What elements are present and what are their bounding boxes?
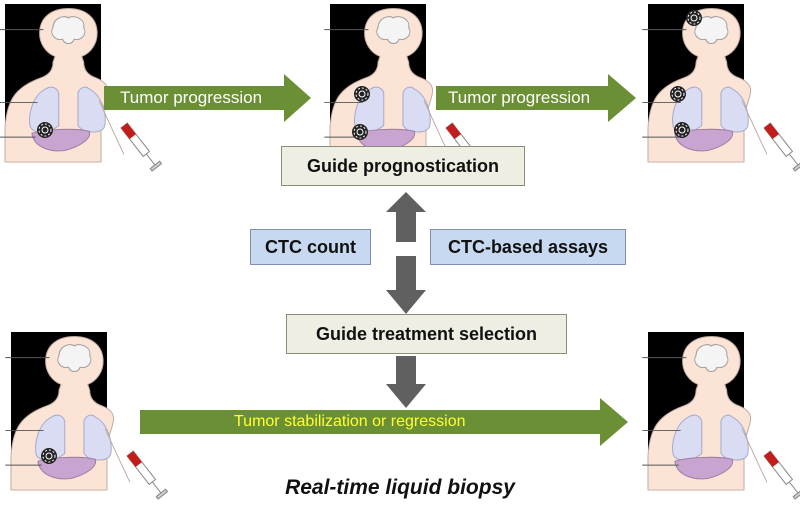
patient-panel-early bbox=[0, 4, 163, 172]
ctc-assays-box: CTC-based assays bbox=[430, 229, 626, 265]
down-arrow-icon bbox=[386, 256, 426, 314]
tumor-progression-arrow-2: Tumor progression bbox=[436, 74, 636, 122]
tumor-stabilization-label: Tumor stabilization or regression bbox=[234, 413, 466, 430]
guide-treatment-box: Guide treatment selection bbox=[286, 314, 567, 354]
figure-caption: Real-time liquid biopsy bbox=[285, 476, 515, 499]
tumor-progression-arrow-1: Tumor progression bbox=[104, 74, 311, 122]
patient-panel-treated-start bbox=[4, 332, 169, 500]
tumor-stabilization-arrow: Tumor stabilization or regression bbox=[140, 398, 628, 446]
patient-figure bbox=[641, 7, 800, 172]
guide-prognostication-box: Guide prognostication bbox=[281, 146, 525, 186]
patient-panel-advanced bbox=[641, 4, 800, 172]
up-arrow-icon bbox=[386, 192, 426, 242]
patient-panel-treated-end bbox=[641, 332, 800, 500]
tumor-progression-label-2: Tumor progression bbox=[448, 88, 591, 107]
patient-panel-progressed bbox=[323, 4, 488, 172]
ctc-count-box: CTC count bbox=[250, 229, 371, 265]
down-arrow-icon bbox=[386, 356, 426, 408]
tumor-progression-label-1: Tumor progression bbox=[120, 88, 263, 107]
